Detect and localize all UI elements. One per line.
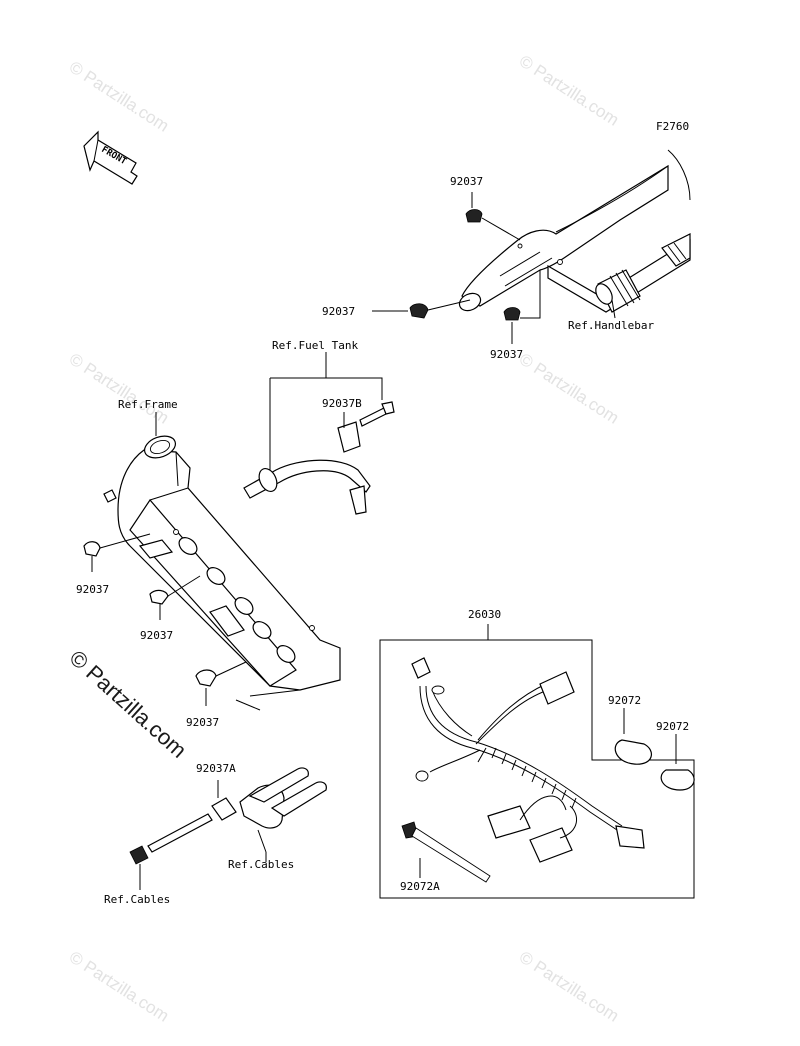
watermark: © Partzilla.com: [516, 349, 622, 427]
callout-92037-left-c: 92037: [186, 716, 219, 729]
watermark-prominent: © Partzilla.com: [65, 645, 192, 763]
ring-clamp-92072-a: [614, 708, 652, 765]
watermark: © Partzilla.com: [66, 57, 172, 135]
frame-drawing: [103, 435, 341, 711]
watermark: © Partzilla.com: [516, 947, 622, 1025]
callout-92037-top-a: 92037: [450, 175, 483, 188]
callout-92072-b: 92072: [656, 720, 689, 733]
fuel-tank-bracket-drawing: [243, 377, 383, 515]
bolt-92037B: [337, 401, 395, 453]
cable-tie-92072A: [401, 821, 491, 883]
callout-ref-cables-a: Ref.Cables: [228, 858, 294, 871]
callout-92072-a: 92072: [608, 694, 641, 707]
clamp-92037-left-c: [195, 661, 247, 706]
callout-ref-handlebar: Ref.Handlebar: [568, 319, 654, 332]
front-arrow-icon: FRONT: [83, 130, 138, 185]
clamp-92037-top-b: [372, 299, 471, 319]
harness-box: [379, 624, 695, 899]
clamp-92037-left-a: [83, 533, 151, 572]
cable-guide-drawing: [129, 767, 327, 890]
watermark: © Partzilla.com: [66, 947, 172, 1025]
figure-code: F2760: [656, 120, 689, 133]
callout-92037-top-b: 92037: [322, 305, 355, 318]
callout-26030: 26030: [468, 608, 501, 621]
watermark: © Partzilla.com: [516, 51, 622, 129]
wiring-harness-drawing: [411, 657, 645, 863]
callout-ref-frame: Ref.Frame: [118, 398, 178, 411]
callout-92037-left-b: 92037: [140, 629, 173, 642]
callout-92037-left-a: 92037: [76, 583, 109, 596]
clamp-92037-top-c: [503, 270, 541, 344]
callout-92037-top-c: 92037: [490, 348, 523, 361]
clamp-92037-left-b: [149, 575, 201, 620]
callout-92037B: 92037B: [322, 397, 362, 410]
clamp-92037-top-a: [465, 192, 521, 241]
callout-92072A: 92072A: [400, 880, 440, 893]
handlebar-drawing: [458, 149, 691, 313]
callout-ref-cables-b: Ref.Cables: [104, 893, 170, 906]
callout-92037A: 92037A: [196, 762, 236, 775]
callout-ref-fuel-tank: Ref.Fuel Tank: [272, 339, 358, 352]
ring-clamp-92072-b: [660, 734, 695, 791]
